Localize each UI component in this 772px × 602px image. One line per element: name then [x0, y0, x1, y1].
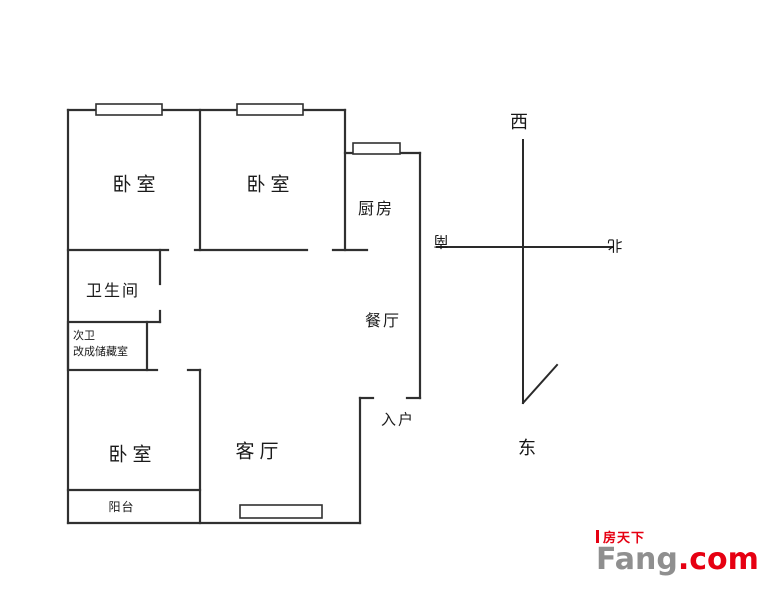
windows — [95, 103, 401, 519]
watermark-brand-en: Fang — [596, 542, 678, 577]
watermark-brand-cn: 房天下 — [603, 531, 646, 546]
compass-south-label: 南 — [433, 232, 449, 251]
window-bedroom-top-mid — [236, 103, 304, 116]
compass-west-label: 西 — [510, 112, 528, 133]
compass-lines — [436, 139, 613, 405]
room-label-dining: 餐厅 — [364, 311, 402, 330]
fang-watermark-cn-row: 房天下 — [596, 529, 759, 546]
room-label-bedroom-top-left: 卧室 — [112, 173, 161, 196]
window-bedroom-top-left — [95, 103, 163, 116]
fang-watermark: 房天下 Fang.com — [596, 529, 759, 575]
room-label-bedroom-top-mid: 卧室 — [246, 173, 295, 196]
watermark-brand-en-suffix: .com — [677, 542, 759, 577]
compass-diagonal — [521, 363, 559, 405]
compass-north-label: 北 — [607, 236, 623, 255]
room-label-kitchen: 厨房 — [357, 199, 395, 218]
room-label-bedroom-bottom-left: 卧室 — [108, 443, 157, 466]
room-label-entrance: 入户 — [380, 410, 416, 429]
storage-room-label-line2: 改成储藏室 — [73, 345, 128, 358]
watermark-bar — [596, 530, 599, 543]
window-living-room — [239, 504, 323, 519]
compass-east-label: 东 — [518, 438, 536, 459]
room-label-bathroom: 卫生间 — [85, 281, 141, 300]
window-kitchen — [352, 142, 401, 155]
storage-room-label-line1: 次卫 — [73, 329, 95, 342]
room-label-balcony: 阳台 — [108, 500, 135, 514]
fang-watermark-en-row: Fang.com — [596, 545, 759, 575]
storage-room-label: 次卫 改成储藏室 — [73, 328, 145, 360]
room-label-living-room: 客厅 — [235, 440, 284, 463]
